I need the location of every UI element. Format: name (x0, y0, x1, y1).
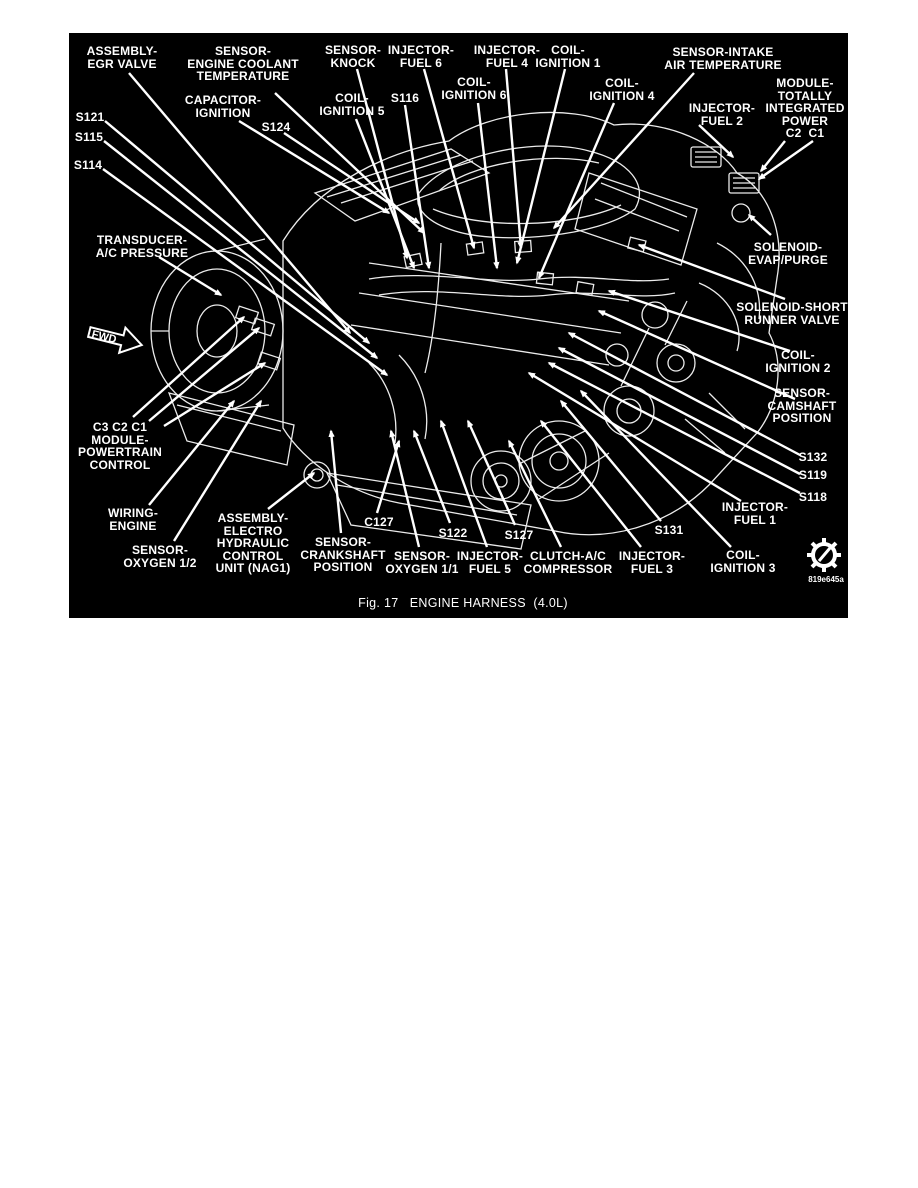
leader-line-sensor-oxygen-1-1 (389, 429, 421, 548)
callout-sensor-intake-air-temperature: SENSOR-INTAKE AIR TEMPERATURE (664, 45, 782, 72)
leader-line-injector-fuel-6 (422, 68, 476, 250)
engine-illustration: FWD (86, 68, 841, 572)
leader-line-assembly-electro-hydraulic-control-unit (267, 472, 316, 510)
leader-line-sensor-crankshaft-position (328, 429, 343, 534)
leader-line-clutch-ac-compressor (507, 439, 563, 548)
callout-s119: S119 (798, 468, 828, 482)
callout-s114: S114 (73, 158, 103, 172)
callout-sensor-camshaft-position: SENSOR- CAMSHAFT POSITION (767, 386, 837, 425)
callout-s118: S118 (798, 490, 828, 504)
callout-coil-ignition-3: COIL- IGNITION 3 (710, 548, 776, 575)
callout-sensor-crankshaft-position: SENSOR- CRANKSHAFT POSITION (300, 535, 386, 574)
leader-line-injector-fuel-1 (527, 371, 742, 503)
leader-line-s131 (560, 399, 662, 522)
callout-injector-fuel-5: INJECTOR- FUEL 5 (456, 549, 524, 576)
callout-coil-ignition-4: COIL- IGNITION 4 (589, 76, 655, 103)
leader-line-coil-ignition-6 (476, 102, 500, 270)
callout-sensor-oxygen-1-2: SENSOR- OXYGEN 1/2 (123, 543, 197, 570)
leader-line-s118 (547, 361, 801, 495)
leader-line-injector-fuel-4 (504, 68, 524, 250)
leader-line-capacitor-ignition (238, 119, 391, 215)
leader-line-injector-fuel-2 (698, 124, 735, 159)
callout-s127: S127 (504, 528, 534, 542)
fwd-label: FWD (90, 328, 117, 346)
callout-injector-fuel-2: INJECTOR- FUEL 2 (688, 101, 756, 128)
callout-c127: C127 (364, 515, 394, 529)
callout-injector-fuel-6: INJECTOR- FUEL 6 (387, 43, 455, 70)
leader-line-s115 (103, 140, 379, 359)
callout-s116: S116 (390, 91, 420, 105)
callout-sensor-knock: SENSOR- KNOCK (324, 43, 382, 70)
callout-coil-ignition-6: COIL- IGNITION 6 (441, 75, 507, 102)
callout-s122: S122 (438, 526, 468, 540)
callout-s124: S124 (261, 120, 291, 134)
leader-line-s114 (102, 168, 389, 376)
callout-s115: S115 (74, 130, 104, 144)
leader-line-solenoid-evap-purge (747, 213, 772, 236)
callout-wiring-engine: WIRING- ENGINE (107, 506, 159, 533)
callout-solenoid-evap-purge: SOLENOID- EVAP/PURGE (748, 240, 828, 267)
leader-line-module-totally-integrated-power (760, 140, 786, 173)
leader-line-assembly-egr-valve (128, 72, 351, 335)
engine-harness-figure: FWD ASSEMBLY- EGR VALVE SENSOR- ENGINE CO… (69, 33, 848, 618)
leader-line-coil-ignition-3 (579, 389, 732, 548)
callout-coil-ignition-2: COIL- IGNITION 2 (765, 348, 831, 375)
callout-injector-fuel-4: INJECTOR- FUEL 4 (473, 43, 541, 70)
leader-line-c3-c2-c1-module-powertrain-control (132, 315, 246, 418)
leader-line-coil-ignition-2 (607, 289, 791, 353)
leader-line-s132 (567, 331, 801, 457)
leader-line-coil-ignition-5 (354, 118, 416, 270)
leader-line-s119 (557, 346, 801, 476)
leader-line-sensor-oxygen-1-2 (172, 399, 263, 542)
callout-injector-fuel-3: INJECTOR- FUEL 3 (618, 549, 686, 576)
leader-line-s121 (104, 120, 371, 344)
leader-line-injector-fuel-3 (540, 419, 642, 548)
callout-sensor-engine-coolant-temperature: SENSOR- ENGINE COOLANT TEMPERATURE (187, 44, 299, 83)
gear-icon (807, 538, 841, 572)
callout-sensor-oxygen-1-1: SENSOR- OXYGEN 1/1 (385, 549, 459, 576)
figure-caption: Fig. 17 ENGINE HARNESS (4.0L) (358, 596, 568, 610)
callout-assembly-electro-hydraulic-control-unit: ASSEMBLY- ELECTRO HYDRAULIC CONTROL UNIT… (215, 511, 291, 575)
callout-s132: S132 (798, 450, 828, 464)
callout-capacitor-ignition: CAPACITOR- IGNITION (184, 93, 262, 120)
callout-injector-fuel-1: INJECTOR- FUEL 1 (721, 500, 789, 527)
callout-s121: S121 (75, 110, 105, 124)
leader-line-solenoid-short-runner-valve (637, 243, 786, 301)
leader-line-s124 (283, 132, 421, 224)
leader-line-s127 (466, 419, 517, 526)
leader-line-c3-c2-c1-module-powertrain-control (163, 361, 267, 428)
callout-clutch-ac-compressor: CLUTCH-A/C COMPRESSOR (523, 549, 613, 576)
figure-code: 819e645a (808, 575, 844, 584)
leader-line-s116 (403, 104, 432, 270)
leader-line-sensor-camshaft-position (597, 309, 796, 401)
leader-lines (102, 68, 814, 548)
callout-coil-ignition-1: COIL- IGNITION 1 (535, 43, 601, 70)
leader-line-transducer-ac-pressure (158, 255, 223, 297)
callout-c3-c2-c1-module-powertrain-control: C3 C2 C1 MODULE- POWERTRAIN CONTROL (78, 420, 162, 472)
leader-line-module-totally-integrated-power (757, 140, 814, 180)
callout-module-totally-integrated-power: MODULE- TOTALLY INTEGRATED POWER C2 C1 (765, 76, 845, 140)
leader-line-wiring-engine (148, 399, 235, 506)
leader-line-coil-ignition-1 (515, 68, 567, 265)
leader-line-c3-c2-c1-module-powertrain-control (148, 327, 261, 422)
callout-assembly-egr-valve: ASSEMBLY- EGR VALVE (86, 44, 158, 71)
callout-coil-ignition-5: COIL- IGNITION 5 (319, 91, 385, 118)
callout-s131: S131 (654, 523, 684, 537)
leader-line-injector-fuel-5 (439, 419, 489, 548)
leader-line-coil-ignition-4 (537, 102, 616, 280)
callout-transducer-ac-pressure: TRANSDUCER- A/C PRESSURE (95, 233, 189, 260)
callout-solenoid-short-runner-valve: SOLENOID-SHORT RUNNER VALVE (736, 300, 848, 327)
leader-line-sensor-intake-air-temperature (552, 72, 695, 230)
fwd-direction-arrow: FWD (86, 325, 144, 355)
leader-line-s122 (412, 429, 452, 524)
